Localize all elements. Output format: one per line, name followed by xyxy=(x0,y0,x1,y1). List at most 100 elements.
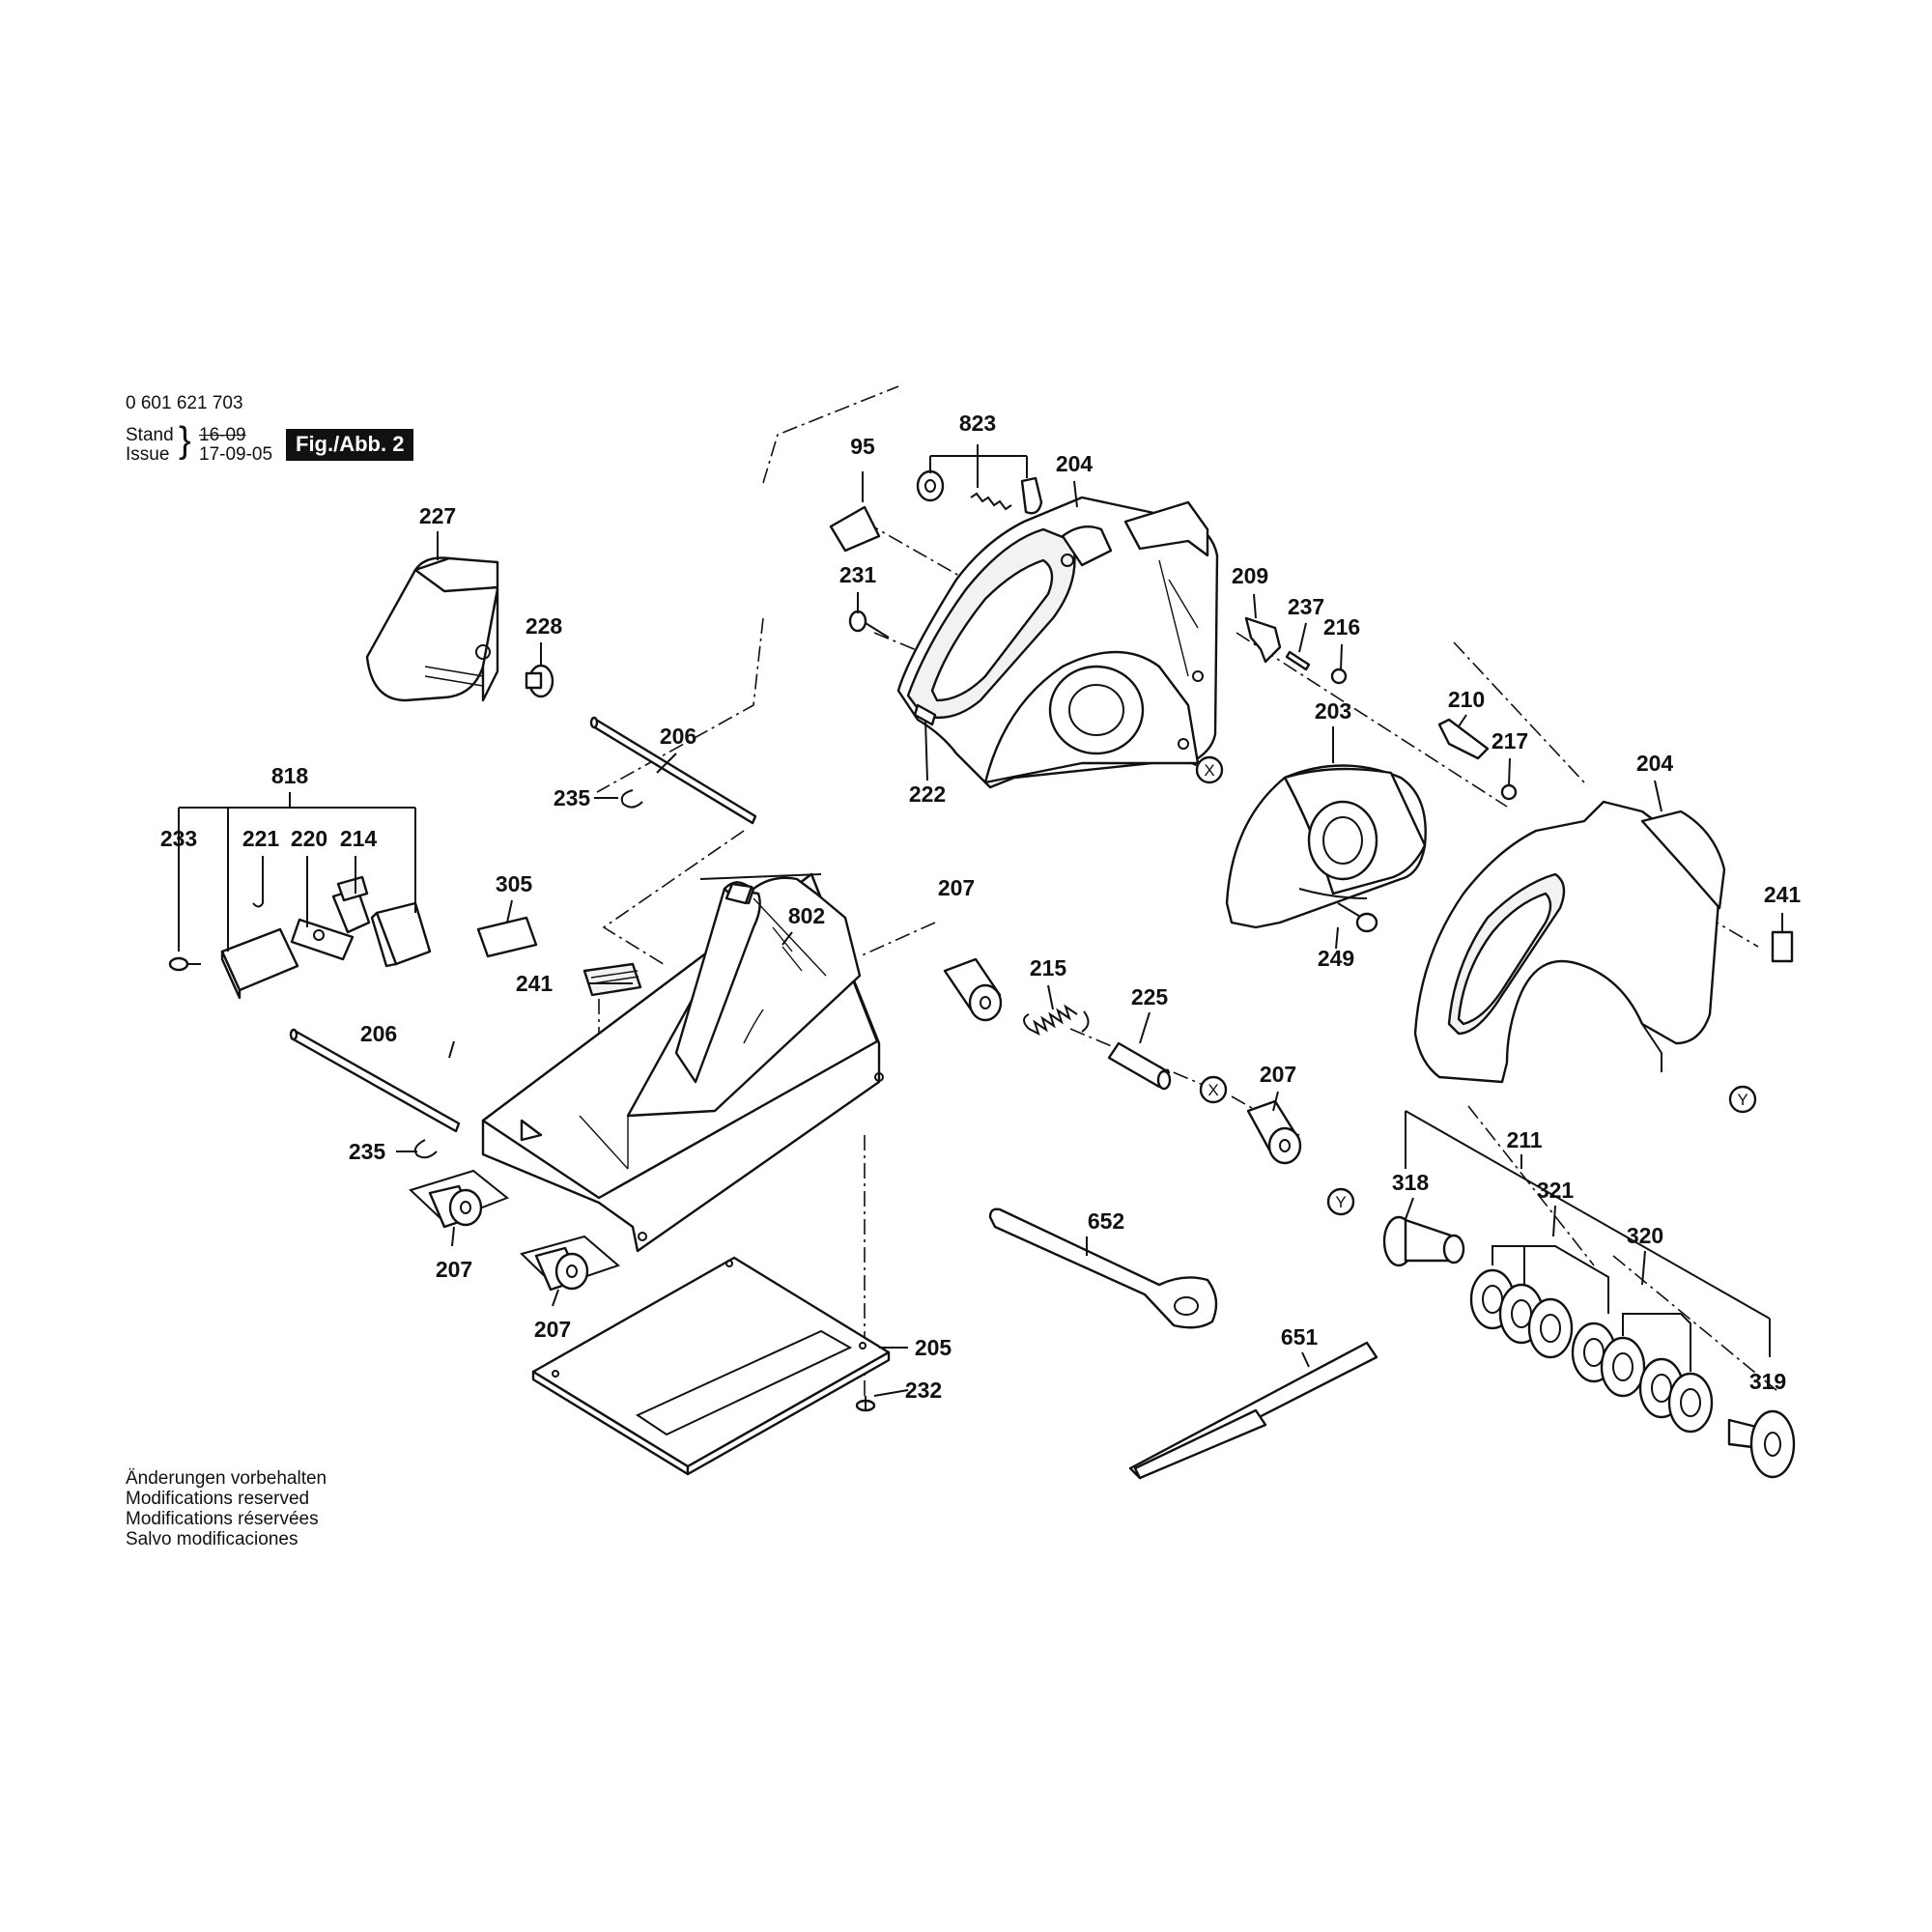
issue-label: Issue xyxy=(126,444,170,465)
callout: 320 xyxy=(1627,1223,1663,1248)
callout: 241 xyxy=(1764,882,1802,907)
label-305 xyxy=(476,916,538,958)
old-date: 16-09 xyxy=(199,425,246,445)
callout: 207 xyxy=(1260,1062,1296,1087)
shim-651 xyxy=(1128,1341,1378,1480)
base-802 xyxy=(481,872,884,1253)
callout: 204 xyxy=(1636,751,1674,776)
part-number: 0 601 621 703 xyxy=(126,393,243,413)
callout: 225 xyxy=(1131,984,1169,1009)
callout: 802 xyxy=(788,903,825,928)
callout: 305 xyxy=(496,871,533,896)
callout: 207 xyxy=(534,1317,571,1342)
clip-235-lower xyxy=(413,1139,438,1159)
rod-206-lower xyxy=(289,1028,461,1133)
callout: 227 xyxy=(419,503,456,528)
flange-assembly-211 xyxy=(1382,1215,1796,1479)
callout-labels: 95 823 204 231 209 237 216 203 222 210 2… xyxy=(160,411,1802,1403)
callout: 652 xyxy=(1088,1208,1124,1234)
issue-date: 17-09-05 xyxy=(199,444,273,465)
callout: 216 xyxy=(1323,614,1360,639)
reference-marker-y1: Y xyxy=(1728,1085,1757,1114)
callout: 95 xyxy=(850,434,875,459)
reference-marker-x2: X xyxy=(1199,1075,1228,1104)
callout: 235 xyxy=(349,1139,386,1164)
screw-249 xyxy=(1337,902,1378,933)
guard-housing-204-right xyxy=(1413,800,1726,1084)
footer-line: Salvo modificaciones xyxy=(126,1529,298,1549)
callout: 210 xyxy=(1448,687,1485,712)
switch-assembly-818 xyxy=(168,875,432,1000)
footer-line: Modifications réservées xyxy=(126,1509,319,1529)
callout: 318 xyxy=(1392,1170,1430,1195)
callout: 206 xyxy=(660,724,696,749)
callout: 215 xyxy=(1030,955,1067,980)
rod-206-upper xyxy=(589,716,757,825)
tube-225 xyxy=(1107,1041,1172,1091)
callout: 241 xyxy=(516,971,554,996)
callout: 207 xyxy=(938,875,975,900)
callout: 217 xyxy=(1492,728,1528,753)
roller-207-left xyxy=(409,1169,509,1229)
roller-207-mid xyxy=(520,1235,620,1292)
guard-203 xyxy=(1225,764,1427,929)
reference-marker-y2: Y xyxy=(1326,1187,1355,1216)
label-95 xyxy=(829,505,881,553)
stand-label: Stand xyxy=(126,425,174,445)
base-plate-205 xyxy=(531,1256,891,1476)
guard-housing-204-upper xyxy=(896,496,1219,789)
callout: 235 xyxy=(554,785,591,810)
svg-text:Y: Y xyxy=(1737,1091,1747,1109)
svg-text:X: X xyxy=(1204,761,1214,780)
callout: 204 xyxy=(1056,451,1094,476)
figure-badge: Fig./Abb. 2 xyxy=(286,429,414,461)
callout: 214 xyxy=(340,826,378,851)
lever-210 xyxy=(1437,718,1490,760)
brace-icon: } xyxy=(179,420,191,461)
callout: 823 xyxy=(959,411,996,436)
callout: 319 xyxy=(1749,1369,1786,1394)
pin-237 xyxy=(1285,650,1311,671)
screw-232 xyxy=(855,1396,876,1412)
callout: 237 xyxy=(1288,594,1324,619)
callout: 221 xyxy=(242,826,280,851)
callout: 818 xyxy=(271,763,309,788)
screw-231 xyxy=(848,610,890,639)
callout: 231 xyxy=(839,562,877,587)
spring-215 xyxy=(1023,1004,1090,1036)
clip-235-upper xyxy=(620,789,643,809)
svg-text:Y: Y xyxy=(1335,1193,1346,1211)
callout: 321 xyxy=(1537,1178,1575,1203)
callout: 233 xyxy=(160,826,197,851)
callout: 209 xyxy=(1232,563,1268,588)
callout: 222 xyxy=(909,781,946,807)
nut-217 xyxy=(1500,783,1518,801)
callout: 220 xyxy=(291,826,327,851)
top-cover-227 xyxy=(365,556,499,702)
leader-lines xyxy=(178,444,1783,1397)
callout: 651 xyxy=(1281,1324,1319,1350)
roller-207-upper-right xyxy=(943,957,1003,1022)
callout: 203 xyxy=(1315,698,1351,724)
screw-228 xyxy=(525,664,554,698)
lever-209 xyxy=(1244,616,1282,664)
callout: 228 xyxy=(526,613,563,639)
svg-text:X: X xyxy=(1208,1081,1218,1099)
wrench-652 xyxy=(988,1208,1218,1329)
footer-line: Änderungen vorbehalten xyxy=(126,1468,327,1489)
footer-notes: Änderungen vorbehalten Modifications res… xyxy=(126,1468,327,1549)
knob-assembly-823 xyxy=(916,469,1043,515)
callout: 249 xyxy=(1318,946,1354,971)
reference-marker-x1: X xyxy=(1195,755,1224,784)
callout: 211 xyxy=(1506,1127,1542,1152)
nut-216 xyxy=(1330,668,1348,685)
grip-241-left xyxy=(582,962,642,997)
roller-207-lower-right xyxy=(1246,1099,1302,1165)
callout: 206 xyxy=(360,1021,397,1046)
callout: 207 xyxy=(436,1257,472,1282)
footer-line: Modifications reserved xyxy=(126,1489,310,1509)
callout: 205 xyxy=(915,1335,952,1360)
label-241-right xyxy=(1771,930,1794,963)
pin-222 xyxy=(913,703,937,726)
